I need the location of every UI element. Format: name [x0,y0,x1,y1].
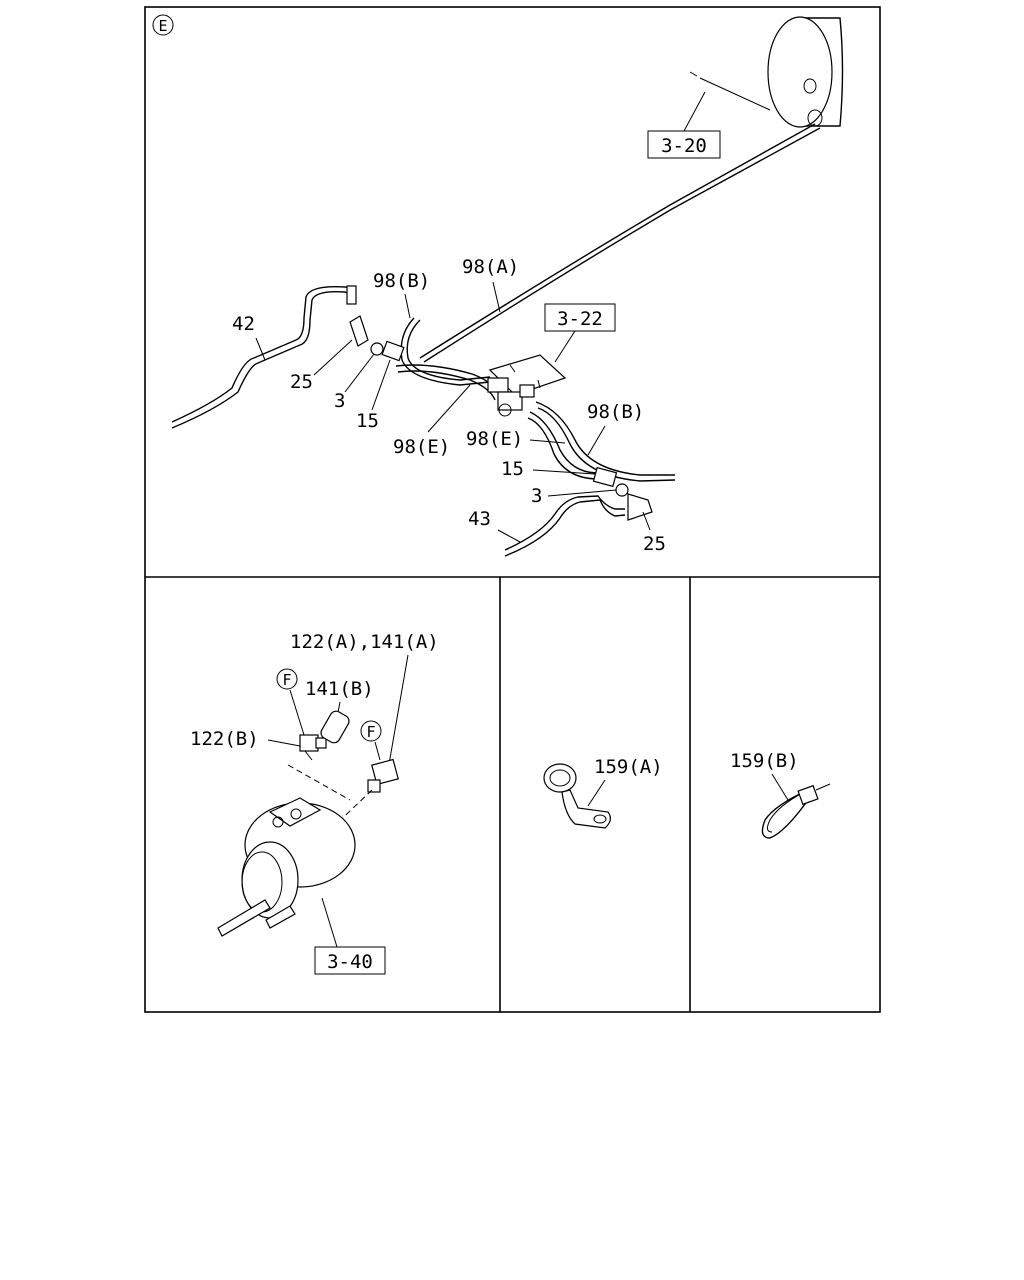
bottom-mid-panel: 159(A) [543,756,663,829]
ref-box-3-40[interactable] [314,946,386,975]
fitting-25-right [627,493,653,521]
fitting-15-left [381,340,405,362]
diagram-frame [144,6,881,1013]
fitting-25-left [349,315,369,347]
pipe-98e-left [397,370,496,401]
ref-3-20-label: 3-20 [661,135,707,157]
cable-tie-159b [761,783,831,839]
relay-valve [487,354,567,417]
label-25-right: 25 [643,533,666,555]
pipe-98a [419,123,816,359]
label-141b: 141(B) [305,678,374,700]
label-98b-top: 98(B) [373,270,430,292]
fitting-122a [367,758,399,793]
label-15-left: 15 [356,410,379,432]
label-159b: 159(B) [730,750,799,772]
brake-chamber [217,797,356,937]
label-43: 43 [468,508,491,530]
fitting-3-right [615,483,629,497]
label-98a: 98(A) [462,256,519,278]
marker-f2-text: F [366,723,375,741]
leader-3-40 [321,897,338,948]
label-159a: 159(A) [594,756,663,778]
label-122a-141a: 122(A),141(A) [290,631,439,653]
ref-3-40-label: 3-40 [327,951,373,973]
ref-3-22-label: 3-22 [557,308,603,330]
pipe-98e-right [529,411,597,474]
pipe-43 [504,499,626,557]
fitting-15-right [592,466,618,488]
leader-3-22 [554,330,576,363]
label-42: 42 [232,313,255,335]
marker-f2-circle [360,720,382,742]
fitting-141b [320,710,350,744]
label-3-right: 3 [531,485,542,507]
label-122b: 122(B) [190,728,259,750]
label-25-left: 25 [290,371,313,393]
section-marker-circle [152,14,174,36]
marker-f1-text: F [282,671,291,689]
fitting-42-end [346,285,357,305]
leader-3-20 [683,91,706,132]
fitting-122b [299,734,327,761]
label-98e-right: 98(E) [466,428,523,450]
fitting-3-left [370,342,384,356]
pipe-98b-top [400,317,491,386]
pipe-42 [171,290,351,429]
clip-159a [543,763,611,829]
label-15-right: 15 [501,458,524,480]
air-tank [689,16,844,128]
marker-f1-circle [276,668,298,690]
label-98b-right: 98(B) [587,401,644,423]
pipe-98b-right [535,401,675,476]
ref-box-3-22[interactable] [544,303,616,332]
top-panel: E 3-20 98(A) 98(B) 98(E) [152,14,844,557]
assembly-guide-lines [287,764,373,831]
bottom-right-panel: 159(B) [730,750,831,839]
label-98e-left: 98(E) [393,436,450,458]
section-marker-text: E [158,17,167,35]
label-3-left: 3 [334,390,345,412]
bottom-left-panel: 122(A),141(A) F 141(B) 122(B) F [190,631,439,975]
